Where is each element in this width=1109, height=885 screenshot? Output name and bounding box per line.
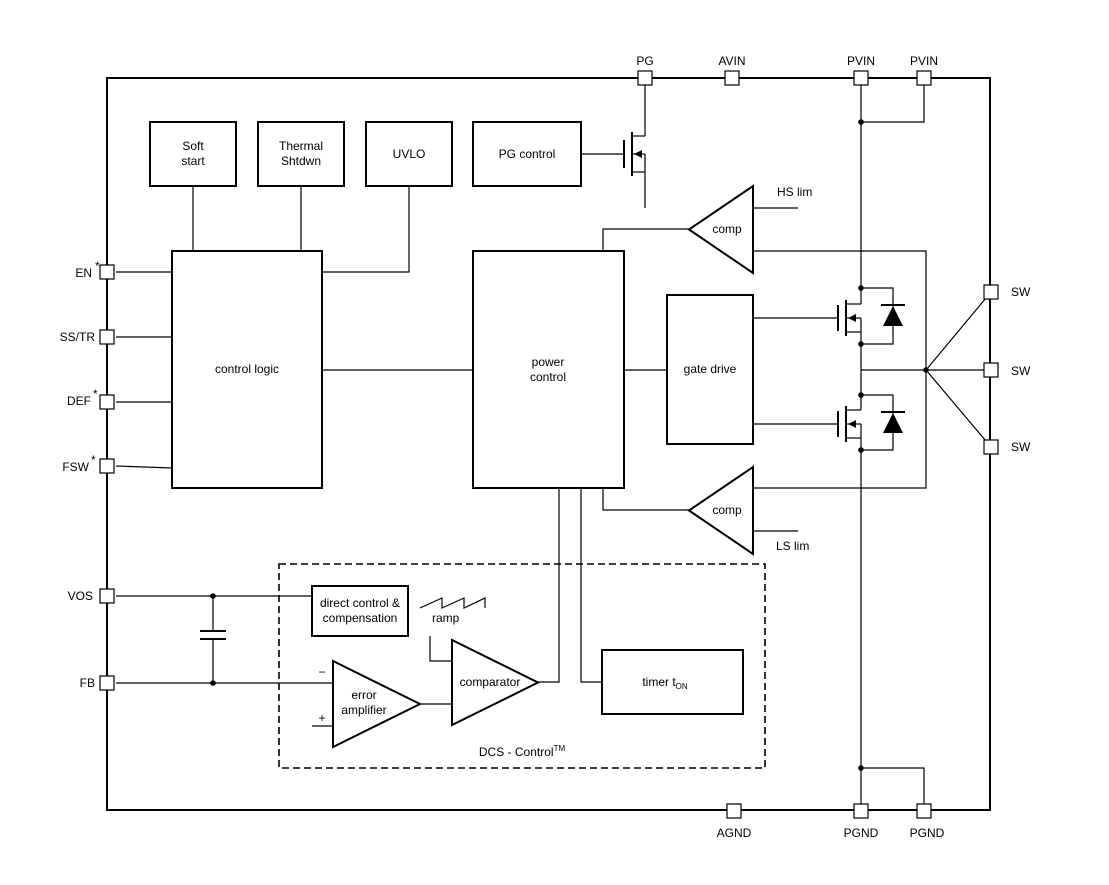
pin-def: DEF * [67,387,115,410]
pin-pgnd-2-label: PGND [910,826,945,840]
pin-avin-label: AVIN [718,54,745,68]
pin-agnd-label: AGND [717,826,752,840]
power-control-label-2: control [530,370,566,384]
timer-label: timer tON [642,675,688,691]
pin-def-asterisk: * [93,387,98,401]
pin-pg-label: PG [636,54,653,68]
high-side-diode [861,287,905,345]
uvlo-label: UVLO [393,147,426,161]
pg-control-block: PG control [472,121,582,187]
junction-dots [210,119,929,771]
pin-pvin-1-label: PVIN [847,54,875,68]
pin-vos-label: VOS [68,589,93,603]
uvlo-block: UVLO [365,121,453,187]
direct-control-block: direct control & compensation [311,585,409,637]
pin-def-label: DEF [67,394,91,408]
pin-fsw-asterisk: * [91,453,96,467]
ramp-label: ramp [432,611,460,625]
pin-avin: AVIN [718,54,746,86]
soft-start-label-2: start [181,154,205,168]
pin-fb-label: FB [80,676,95,690]
hs-lim-label: HS lim [777,185,812,199]
ls-comparator: comp [687,465,754,556]
pin-pgnd-1: PGND [844,803,879,840]
pin-pvin-2: PVIN [910,54,938,86]
pin-fsw-label: FSW [62,460,89,474]
control-logic-label: control logic [215,362,279,376]
low-side-mosfet [837,406,862,442]
pg-control-label: PG control [499,147,556,161]
soft-start-block: Soft start [149,121,237,187]
ls-comp-label: comp [712,503,742,517]
pin-sw-3-label: SW [1011,440,1031,454]
thermal-label-2: Shtdwn [281,154,321,168]
minus-sign: − [318,665,325,679]
pin-pvin-1: PVIN [847,54,875,86]
pin-en: EN * [75,259,115,280]
control-logic-block: control logic [171,250,323,489]
pin-ss-tr: SS/TR [60,329,115,345]
comparator-label: comparator [460,675,521,689]
pin-fsw: FSW * [62,453,115,474]
comparator: comparator [451,638,541,727]
pin-pvin-2-label: PVIN [910,54,938,68]
pin-ss-tr-label: SS/TR [60,330,96,344]
pin-pgnd-1-label: PGND [844,826,879,840]
pin-pg: PG [636,54,654,86]
pin-sw-2-label: SW [1011,364,1031,378]
high-side-mosfet [837,300,862,336]
error-amp-label-2: amplifier [341,703,386,717]
wires [115,85,992,810]
dcs-control-label: DCS - ControlTM [479,744,566,759]
pin-sw-1-label: SW [1011,285,1031,299]
pin-agnd: AGND [717,803,752,840]
power-control-block: power control [472,250,625,489]
pg-mosfet-symbol [623,132,646,176]
gate-drive-label: gate drive [684,362,737,376]
hs-comp-label: comp [712,222,742,236]
pin-pgnd-2: PGND [910,803,945,840]
hs-comparator: comp [687,184,754,275]
gate-drive-block: gate drive [666,294,754,445]
pin-en-asterisk: * [95,259,100,273]
dcs-control-region [278,563,766,769]
error-amplifier: error amplifier − + [318,659,423,749]
capacitor-symbol [200,630,226,640]
thermal-label-1: Thermal [279,139,323,153]
plus-sign: + [318,711,325,725]
error-amp-label-1: error [351,688,376,702]
thermal-shutdown-block: Thermal Shtdwn [257,121,345,187]
ramp-waveform [419,597,486,609]
low-side-diode [861,394,905,451]
pin-vos: VOS [68,588,115,604]
pin-sw-1: SW [983,284,1031,300]
pin-sw-3: SW [983,439,1031,455]
pin-en-label: EN [75,266,92,280]
direct-control-label-1: direct control & [320,596,400,610]
timer-block: timer tON [601,649,744,715]
direct-control-label-2: compensation [323,611,398,625]
pin-fb: FB [80,675,115,691]
power-control-label-1: power [532,355,565,369]
ls-lim-label: LS lim [776,539,809,553]
soft-start-label-1: Soft [182,139,204,153]
pin-sw-2: SW [983,362,1031,378]
